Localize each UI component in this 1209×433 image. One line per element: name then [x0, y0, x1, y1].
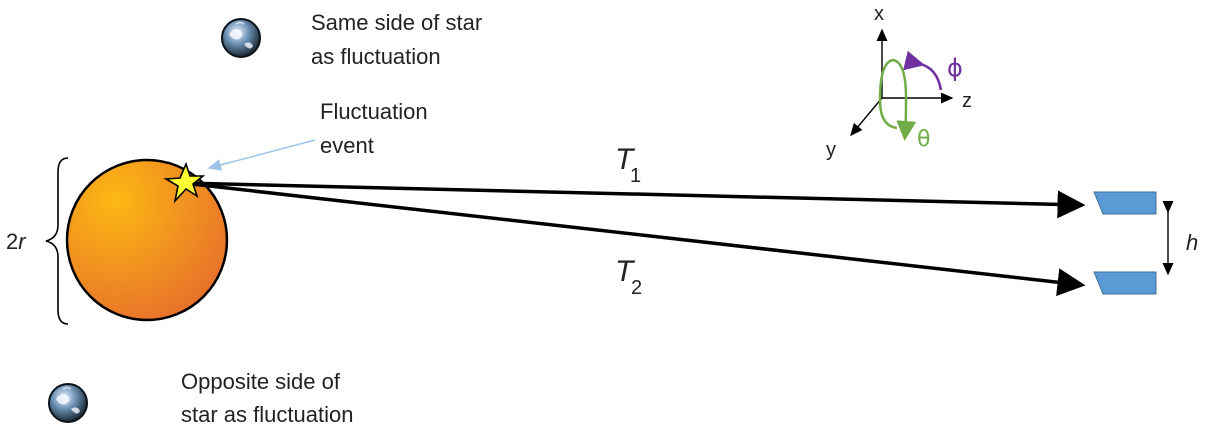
axis-y-arrow: [850, 97, 883, 137]
star-body: [65, 158, 229, 322]
planet-opposite-side-label-line2: star as fluctuation: [181, 402, 353, 427]
theta-label: θ: [917, 127, 930, 152]
star-diameter-brace: [45, 157, 69, 325]
detector-bottom: [1093, 271, 1157, 295]
star-diameter-label: 2r: [6, 229, 27, 254]
planet-opposite-side-label-line1: Opposite side of: [181, 369, 341, 394]
light-path-1-arrow: [182, 181, 1086, 219]
fluctuation-label-line1: Fluctuation: [320, 99, 428, 124]
theta-rotation-arrow: [878, 58, 917, 141]
fluctuation-label-line2: event: [320, 133, 374, 158]
planet-same-side-label-line2: as fluctuation: [311, 44, 441, 69]
phi-label: ϕ: [947, 54, 963, 82]
path1-subscript: 1: [630, 165, 641, 187]
fluctuation-event-icon: [163, 161, 206, 204]
path2-subscript: 2: [631, 277, 642, 299]
light-path-2-arrow: [182, 181, 1086, 297]
axis-y-label: y: [826, 139, 836, 161]
path2-label: T: [615, 255, 636, 288]
detector-top: [1093, 191, 1157, 215]
detector-separation-label: h: [1186, 230, 1198, 255]
planet-opposite-side-icon: [48, 383, 88, 423]
planet-same-side-icon: [221, 18, 261, 58]
axis-x-label: x: [874, 3, 884, 25]
path1-label: T: [615, 143, 636, 176]
planet-same-side-label-line1: Same side of star: [311, 10, 482, 35]
coordinate-axes: x z y ϕ θ: [826, 3, 972, 161]
axis-z-label: z: [962, 90, 972, 112]
fluctuation-pointer-arrow: [207, 139, 316, 171]
phi-rotation-arrow: [903, 50, 943, 91]
